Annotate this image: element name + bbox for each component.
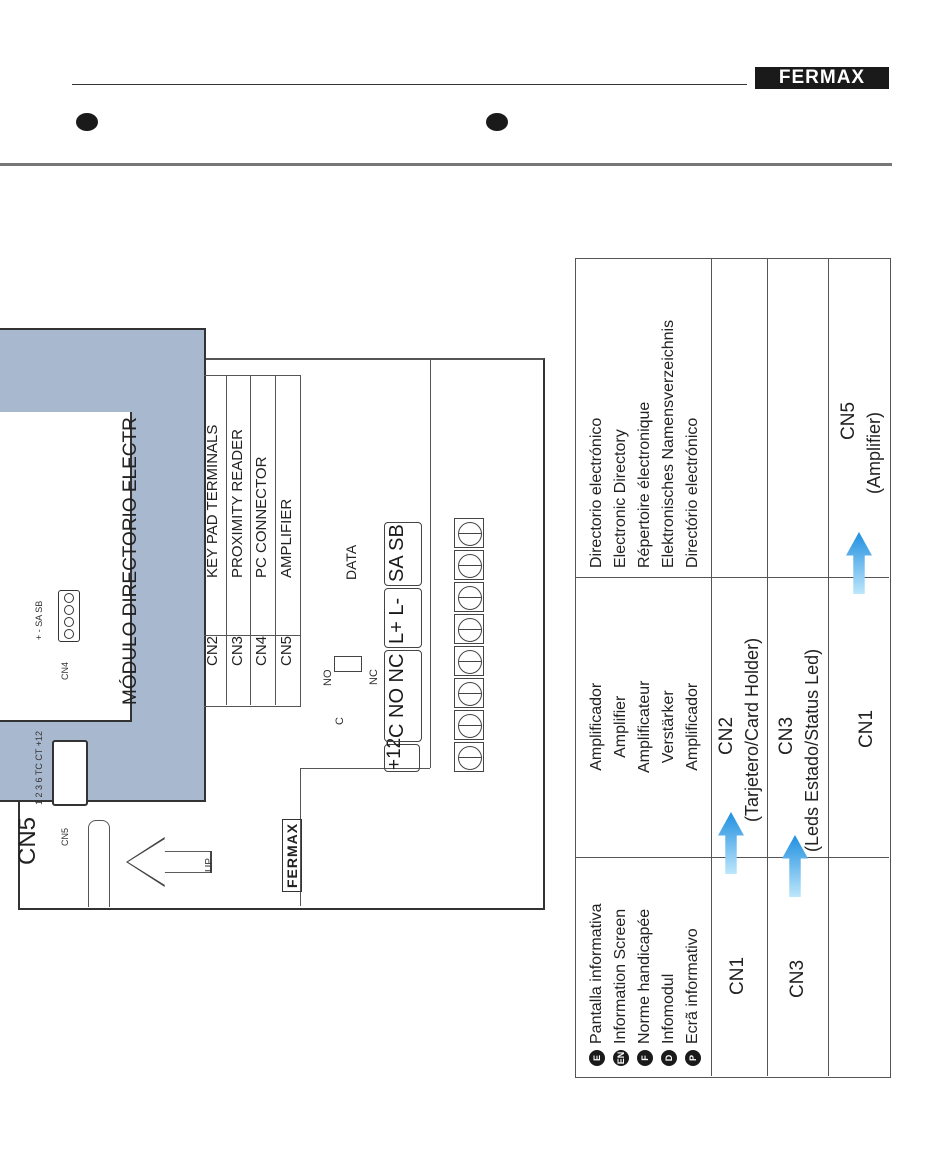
- relay-no-label: NO: [322, 669, 334, 687]
- terminal-label: +12: [384, 737, 405, 770]
- header-rule: [72, 84, 747, 85]
- row1-mid-code: CN2: [716, 716, 737, 755]
- board-inner-line: [430, 358, 431, 768]
- row1-mid-note: (Tarjetero/Card Holder): [742, 637, 762, 822]
- cn4-small-label: CN4: [60, 661, 70, 680]
- language-dot-icon: [76, 113, 98, 131]
- legend-name: PROXIMITY READER: [229, 429, 246, 578]
- cn5-label: CN5: [14, 816, 41, 865]
- relay-c-label: C: [334, 717, 346, 725]
- legend-name: AMPLIFIER: [278, 498, 295, 578]
- legend-name: KEY PAD TERMINALS: [204, 424, 221, 578]
- relay-switch-icon: [334, 656, 362, 672]
- fermax-logo: FERMAX: [755, 67, 889, 89]
- row1-left-code: CN1: [727, 956, 748, 995]
- terminal-box: [384, 744, 420, 772]
- cn4-connector: [58, 590, 80, 642]
- legend-name: PC CONNECTOR: [253, 456, 270, 578]
- terminal-label: C NO NC: [386, 653, 408, 738]
- language-badge-icon: EN: [613, 1050, 629, 1066]
- language-badge-icon: E: [589, 1050, 605, 1066]
- row3-right-code: CN5: [838, 401, 859, 440]
- screw-terminal-icon: [454, 582, 484, 612]
- screw-terminal-icon: [454, 550, 484, 580]
- panel-cutout: [0, 412, 132, 722]
- language-badge-icon: F: [637, 1050, 653, 1066]
- device-brand-logo: FERMAX: [282, 818, 302, 892]
- up-label: UP: [204, 858, 215, 872]
- terminal-box: [384, 588, 422, 648]
- language-dot-icon: [486, 113, 508, 131]
- row3-mid-code: CN1: [856, 709, 877, 748]
- board-inner-line: [300, 768, 430, 769]
- screw-terminal-icon: [454, 614, 484, 644]
- screw-terminal-icon: [454, 710, 484, 740]
- language-badge-icon: D: [661, 1050, 677, 1066]
- connector-legend: [204, 375, 301, 707]
- terminal-box: [384, 650, 422, 742]
- legend-code: CN5: [278, 635, 295, 666]
- directory-list: Directorio electrónico Electronic Direct…: [588, 319, 701, 568]
- module-title: MÓDULO DIRECTORIO ELECTR: [120, 417, 141, 705]
- screw-terminal-icon: [454, 646, 484, 676]
- terminal-box: [384, 522, 422, 586]
- screw-terminal-icon: [454, 742, 484, 772]
- board-inner-line: [300, 768, 301, 906]
- legend-code: CN4: [253, 635, 270, 666]
- row2-mid-code: CN3: [776, 716, 797, 755]
- relay-nc-label: NC: [368, 669, 380, 685]
- board-slot: [88, 820, 110, 907]
- connector-table: [575, 258, 891, 1078]
- cn5-small-label: CN5: [60, 827, 70, 846]
- legend-code: CN2: [204, 635, 221, 666]
- screw-terminal-icon: [454, 518, 484, 548]
- legend-code: CN3: [229, 635, 246, 666]
- pin-labels-right: + - SA SB: [34, 600, 44, 640]
- row2-mid-note: (Leds Estado/Status Led): [802, 648, 822, 852]
- terminal-label: SA SB: [386, 524, 408, 582]
- row3-right-note: (Amplifier): [864, 411, 884, 494]
- terminal-label: L+ L-: [386, 597, 408, 644]
- language-badge-icon: P: [685, 1050, 701, 1066]
- screw-terminal-icon: [454, 678, 484, 708]
- cn5-connector: [52, 740, 88, 806]
- cn5-leader-line: [18, 800, 42, 801]
- row2-left-code: CN3: [787, 959, 808, 998]
- section-separator: [0, 163, 892, 166]
- amplifier-list: Amplificador Amplifier Amplificateur Ver…: [588, 680, 701, 773]
- pin-labels-left: 1 2 3 6 TC CT +12: [34, 731, 44, 805]
- data-label: DATA: [343, 544, 359, 580]
